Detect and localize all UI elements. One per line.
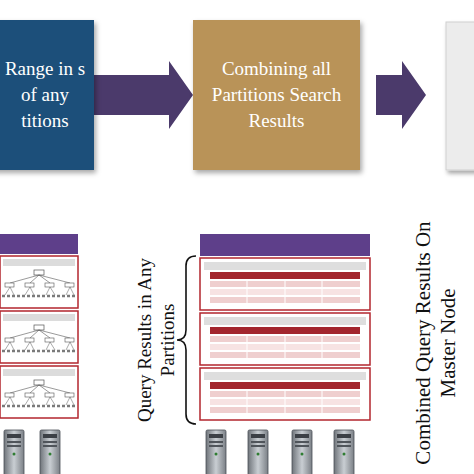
index-tree bbox=[0, 366, 78, 418]
panel-header bbox=[0, 234, 78, 254]
index-tree bbox=[0, 311, 78, 363]
server-icon bbox=[4, 430, 24, 474]
index-tree bbox=[0, 256, 78, 308]
rotated-label: Combined Query Results On Master Node bbox=[411, 218, 461, 468]
server-icon bbox=[248, 430, 268, 474]
block-arrow bbox=[376, 61, 426, 129]
process-box: Range in s of any titions bbox=[0, 20, 94, 170]
result-table bbox=[200, 368, 370, 420]
process-box: Combining all Partitions Search Results bbox=[193, 20, 360, 170]
box-text: Combining all Partitions Search Results bbox=[205, 56, 348, 134]
curly-bracket bbox=[177, 256, 196, 424]
result-table bbox=[200, 258, 370, 310]
block-arrow bbox=[94, 61, 193, 129]
server-icon bbox=[206, 430, 226, 474]
server-icon bbox=[292, 430, 312, 474]
rotated-label: Query Results in Any Partitions bbox=[134, 245, 180, 435]
process-box-partial bbox=[446, 22, 474, 170]
box-text: Range in s of any titions bbox=[0, 56, 90, 134]
server-icon bbox=[40, 430, 60, 474]
panel-header bbox=[200, 234, 370, 256]
server-icon bbox=[334, 430, 354, 474]
result-table bbox=[200, 313, 370, 365]
